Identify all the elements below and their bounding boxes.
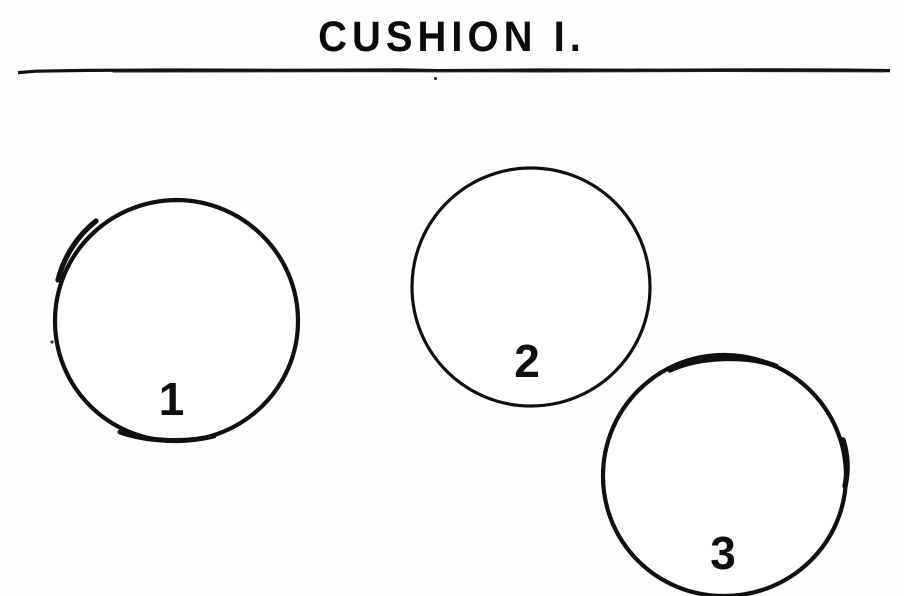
title-rule-stroke [18, 68, 890, 75]
page-title: CUSHION I. [318, 14, 586, 61]
circles-diagram-svg [50, 166, 850, 596]
circle-1-ink-variation-bottom [117, 429, 217, 443]
title-rule-shadow-stroke [112, 70, 885, 73]
page-header: CUSHION I. [0, 0, 904, 80]
circle-1-ink-variation [55, 218, 99, 283]
circle-3-outline[interactable] [600, 352, 849, 596]
circle-3-ink-variation-top [667, 355, 779, 373]
scan-speck [434, 77, 437, 80]
circle-1-scan-speck [50, 340, 54, 344]
circle-3-ink-variation-right [840, 437, 850, 489]
figure-area: 1 2 3 [0, 80, 904, 596]
circle-3-label: 3 [710, 527, 736, 579]
title-rule-svg [18, 68, 890, 75]
circle-1-label: 1 [158, 373, 185, 425]
circle-2-outline[interactable] [410, 166, 652, 408]
circle-2-label: 2 [514, 335, 540, 387]
